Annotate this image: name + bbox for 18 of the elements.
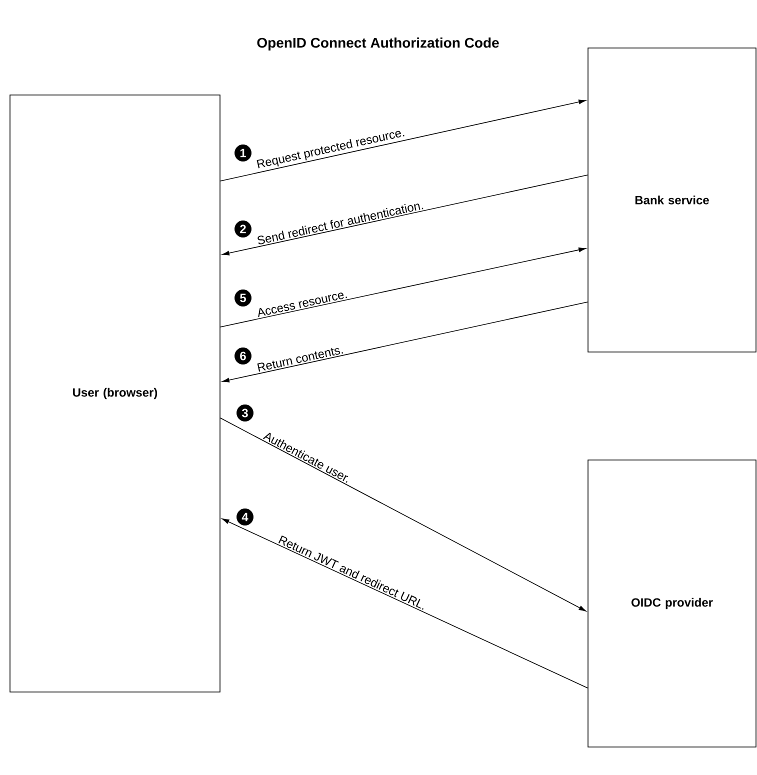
callout-number: 5 xyxy=(234,290,252,306)
process-box: OIDC provider xyxy=(588,460,756,748)
callout-number: 3 xyxy=(236,404,254,422)
arrow xyxy=(220,100,586,182)
callout-number: 1 xyxy=(234,144,252,162)
arrow xyxy=(222,518,588,688)
edge-label: Return contents. xyxy=(257,348,344,372)
title: OpenID Connect Authorization Code xyxy=(257,37,499,50)
arrow xyxy=(222,174,588,256)
callout-number: 4 xyxy=(236,508,254,526)
arrow xyxy=(220,248,586,328)
callout-number: 2 xyxy=(234,220,252,238)
arrow xyxy=(222,302,588,382)
edge-label: Access resource. xyxy=(258,292,347,317)
callout-number: 6 xyxy=(234,348,252,364)
arrow xyxy=(220,418,586,612)
process-box: User (browser) xyxy=(10,94,220,692)
process-box: Bank service xyxy=(588,48,756,352)
